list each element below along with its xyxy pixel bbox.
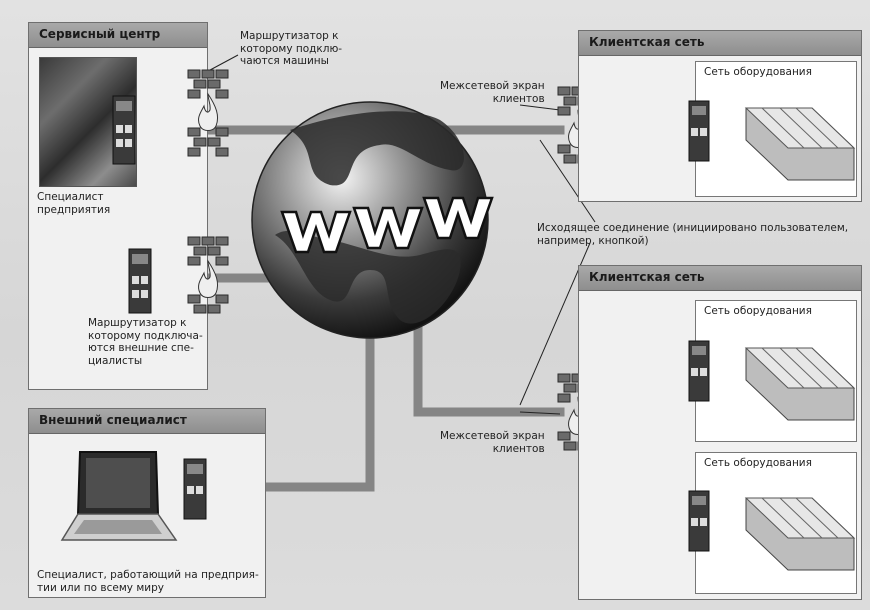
router-icon (688, 490, 710, 552)
external-caption: Специалист, работающий на предприя- тии … (37, 569, 259, 594)
equipment-title: Сеть оборудования (704, 66, 812, 78)
router-icon (128, 248, 152, 314)
service-center-panel: Сервисный центр Специалист предприятия (28, 22, 208, 390)
production-line-icon (744, 107, 856, 181)
firewall-top-label: Межсетевой экран клиентов (440, 80, 545, 105)
router-icon (688, 100, 710, 162)
external-title: Внешний специалист (39, 413, 187, 427)
equipment-title: Сеть оборудования (704, 457, 812, 469)
production-line-icon (744, 497, 856, 571)
firewall-icon (187, 69, 229, 157)
panel-header: Клиентская сеть (579, 266, 861, 291)
service-center-title: Сервисный центр (39, 27, 161, 41)
client-network-bottom-panel: Клиентская сеть Сеть оборудования Сеть о… (578, 265, 862, 600)
www-letters (280, 196, 494, 254)
production-line-icon (744, 347, 856, 421)
panel-header: Внешний специалист (29, 409, 265, 434)
router-icon (688, 340, 710, 402)
firewall-icon (187, 236, 229, 314)
client-top-title: Клиентская сеть (589, 35, 705, 49)
outgoing-connection-label: Исходящее соединение (инициировано польз… (537, 222, 849, 247)
firewall-bottom-label: Межсетевой экран клиентов (440, 430, 545, 455)
equipment-title: Сеть оборудования (704, 305, 812, 317)
specialist-label: Специалист предприятия (37, 191, 111, 216)
client-bottom-title: Клиентская сеть (589, 270, 705, 284)
router-icon (112, 95, 136, 165)
router-icon (183, 458, 207, 520)
laptop-icon (60, 451, 178, 541)
router-bottom-label: Маршрутизатор к которому подключа- ются … (88, 317, 203, 367)
panel-header: Сервисный центр (29, 23, 207, 48)
panel-header: Клиентская сеть (579, 31, 861, 56)
router-top-label: Маршрутизатор к которому подклю- чаются … (240, 30, 343, 67)
